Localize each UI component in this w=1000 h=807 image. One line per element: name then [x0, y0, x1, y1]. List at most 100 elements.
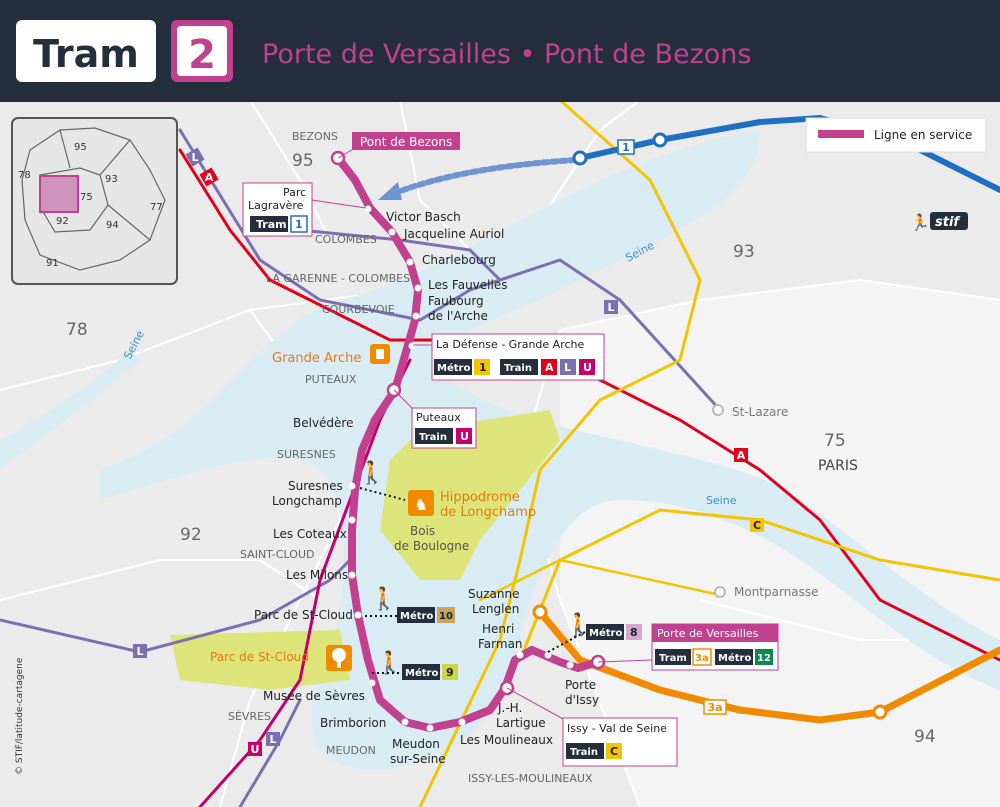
- place-issy: ISSY-LES-MOULINEAUX: [468, 772, 593, 785]
- tram2-stop[interactable]: [458, 718, 466, 726]
- issy-title: Issy - Val de Seine: [567, 722, 667, 735]
- sevres-m9: 9: [446, 666, 454, 679]
- defense-title: La Défense - Grande Arche: [436, 338, 585, 351]
- label-faubourg-2: de l'Arche: [428, 309, 488, 323]
- line-badges: L A L A C L U L 1 3a: [133, 139, 764, 756]
- tram2-stop[interactable]: [544, 651, 552, 659]
- dept-93: 93: [733, 242, 755, 262]
- stif-logo-figure: 🏃: [910, 213, 930, 232]
- place-meudon: MEUDON: [326, 744, 376, 757]
- badge-l: L: [191, 151, 198, 164]
- credit-text: © STIF/latitude-cartagene: [15, 657, 25, 775]
- stcloud-m10: 10: [439, 611, 453, 622]
- issy-train-label: Train: [570, 747, 598, 758]
- callout-lagravere-line2: Lagravère: [248, 199, 304, 212]
- tram2-stop[interactable]: [426, 724, 434, 732]
- tram2-stop[interactable]: [412, 312, 420, 320]
- defense-m1: 1: [479, 361, 487, 374]
- tram2-stop[interactable]: [414, 284, 422, 292]
- label-suzanne-1: Suzanne: [468, 587, 519, 601]
- badge-a: A: [205, 171, 214, 184]
- inset-95: 95: [74, 142, 87, 153]
- defense-train-u: U: [583, 361, 592, 374]
- label-suresnes-1: Suresnes: [288, 479, 343, 493]
- tram3a-station: [532, 604, 548, 620]
- stcloud-metro-label: Métro: [400, 610, 433, 622]
- pv-m12: 12: [757, 653, 771, 664]
- tram3a-station: [872, 704, 888, 720]
- place-parc-stcloud: Parc de St-Cloud: [210, 650, 309, 664]
- callout-bezons-text: Pont de Bezons: [360, 135, 452, 149]
- seine-river-west: [0, 350, 140, 470]
- label-henri-1: Henri: [482, 622, 514, 636]
- inset-77: 77: [150, 202, 163, 213]
- issy-train-c: C: [610, 745, 618, 758]
- badge-t1: 1: [622, 141, 630, 154]
- label-musee-sevres: Musée de Sèvres: [263, 689, 365, 703]
- lenglen-m8: 8: [630, 626, 638, 639]
- tram2-stop[interactable]: [364, 205, 372, 213]
- dept-92: 92: [180, 525, 202, 545]
- tram2-stop[interactable]: [406, 258, 414, 266]
- badge-t3a: 3a: [707, 701, 722, 714]
- place-labels: BEZONS COLOMBES LA GARENNE - COLOMBES CO…: [66, 130, 936, 785]
- label-henri-2: Farman: [478, 637, 523, 651]
- tram1-station: [652, 132, 668, 148]
- place-suresnes: SURESNES: [277, 448, 336, 461]
- pv-tram-label: Tram: [659, 653, 687, 664]
- tram2-stop[interactable]: [346, 419, 354, 427]
- tram2-stop[interactable]: [408, 342, 416, 350]
- tram2-stop[interactable]: [348, 482, 356, 490]
- callout-bezons[interactable]: [352, 132, 460, 150]
- stif-logo-text: stif: [935, 215, 961, 230]
- lagravere-tram-label: Tram: [256, 218, 287, 231]
- stif-logo: stif 🏃: [910, 212, 968, 232]
- label-victor-basch: Victor Basch: [386, 210, 461, 224]
- label-brimborion: Brimborion: [320, 716, 386, 730]
- lenglen-metro-label: Métro: [589, 627, 622, 639]
- st-lazare-station: [712, 404, 724, 416]
- inset-map: 95 78 93 75 77 92 94 91: [11, 117, 178, 285]
- badge-l-3: L: [136, 645, 143, 658]
- place-hippodrome-2: de Longchamp: [440, 505, 536, 520]
- place-bezons: BEZONS: [292, 130, 338, 143]
- puteaux-train-label: Train: [419, 432, 447, 443]
- badge-u: U: [251, 743, 260, 756]
- badge-a-2: A: [737, 449, 746, 462]
- seine-label-south: Seine: [706, 494, 737, 507]
- label-charlebourg: Charlebourg: [422, 253, 496, 267]
- legend-label: Ligne en service: [874, 128, 972, 142]
- dept-75: 75: [824, 431, 846, 451]
- tram2-stop[interactable]: [401, 718, 409, 726]
- place-bois-2: de Boulogne: [394, 539, 469, 553]
- defense-train-label: Train: [504, 363, 532, 374]
- line-number: 2: [188, 32, 216, 78]
- arrow-head: [378, 182, 402, 200]
- tram2-stop[interactable]: [388, 228, 396, 236]
- parc-de-st-cloud: [170, 630, 350, 690]
- tram2-stop[interactable]: [348, 571, 356, 579]
- tram2-stop[interactable]: [516, 651, 524, 659]
- walk-icon: 🚶: [376, 650, 403, 676]
- badge-l-2: L: [607, 301, 614, 314]
- place-colombes: COLOMBES: [315, 233, 377, 246]
- place-courbevoie: COURBEVOIE: [322, 303, 395, 316]
- place-puteaux: PUTEAUX: [305, 373, 357, 386]
- defense-train-a: A: [545, 361, 554, 374]
- station-labels: Victor Basch Jacqueline Auriol Charlebou…: [254, 210, 599, 766]
- tram2-stop[interactable]: [348, 516, 356, 524]
- tram2-stop[interactable]: [354, 611, 362, 619]
- defense-metro-label: Métro: [437, 362, 470, 374]
- lagravere-tram-num: 1: [295, 218, 303, 231]
- horse-icon: [408, 490, 434, 516]
- inset-93: 93: [105, 174, 118, 185]
- label-les-fauvelles: Les Fauvelles: [428, 278, 507, 292]
- inset-78: 78: [18, 170, 31, 181]
- tram2-stop[interactable]: [566, 661, 574, 669]
- tram2-stop[interactable]: [368, 679, 376, 687]
- label-les-coteaux: Les Coteaux: [273, 527, 347, 541]
- label-parc-st-cloud: Parc de St-Cloud: [254, 608, 353, 622]
- place-paris: PARIS: [818, 458, 858, 474]
